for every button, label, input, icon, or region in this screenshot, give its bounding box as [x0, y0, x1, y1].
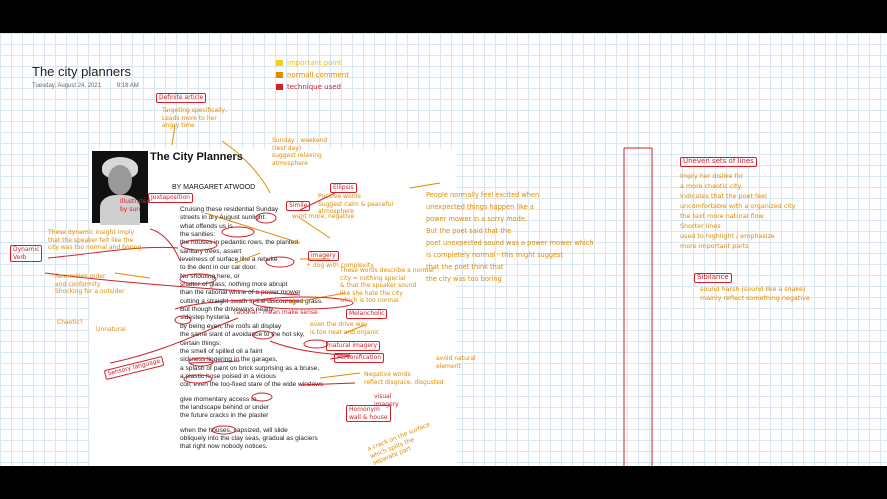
note-juxtaposition: Juxtaposition [148, 193, 193, 203]
poem-byline: BY MARGARET ATWOOD [172, 184, 256, 191]
legend-label: normall comment [287, 71, 349, 79]
poem-line: what offends us is [180, 222, 233, 230]
poem-line: give momentary access to [180, 395, 257, 403]
legend-label: technique used [287, 83, 341, 91]
note-definite-article: Definite article [156, 93, 207, 103]
legend-swatch [276, 72, 283, 78]
poem-line: obliquely into the clay seas, gradual as… [180, 434, 318, 442]
legend: important point normall comment techniqu… [276, 57, 349, 93]
note-simile-detail: want more, negative [292, 213, 355, 220]
note-melancholic: Melancholic [346, 309, 388, 319]
poem-line: a plastic hose poised in a vicious [180, 372, 277, 380]
poem-line: levelness of surface like a rebuke [180, 256, 278, 264]
legend-label: important point [287, 59, 342, 67]
poem-line: to the dent in our car door. [180, 264, 257, 272]
note-chaotic: Chaotic? [57, 319, 83, 326]
note-rational: rational - mean make sense [234, 309, 318, 316]
poem-line: when the houses, capsized, will slide [180, 426, 288, 434]
legend-item-important: important point [276, 57, 349, 69]
legend-swatch [276, 84, 283, 90]
note-simile: Simile [286, 201, 311, 211]
page-date-time: 9:18 AM [116, 83, 139, 89]
poem-line: coil; even the too-fixed stare of the wi… [180, 381, 324, 389]
poem-line: certain things: [180, 339, 222, 347]
poem-line: cutting a straight swath in the discoura… [180, 297, 323, 305]
poem-line: the landscape behind or under [180, 403, 270, 411]
note-sibilance-detail: sound harsh (sound like a snake)mainly r… [700, 285, 810, 302]
poem-line: that right now nobody notices. [180, 443, 268, 451]
poem-line: than the rational whine of a power mower [180, 289, 301, 297]
poem-line: sickness lingering in the garages, [180, 356, 278, 364]
poem-line: No shouting here, or [180, 272, 240, 280]
poem-title: The City Planners [150, 151, 243, 163]
poem-line: streets in dry August sunlight: [180, 214, 267, 222]
legend-item-technique: technique used [276, 81, 349, 93]
note-personification: Personification [334, 353, 385, 363]
onenote-page: The city planners Tuesday, August 24, 20… [0, 33, 887, 466]
note-imagery-detail: + dog with complexity [306, 262, 374, 269]
poem-line: by being even, the roofs all display [180, 322, 282, 330]
poem-line: the smell of spilled oil a faint [180, 347, 263, 355]
poem-line: the same slant of avoidance to the hot s… [180, 331, 305, 339]
note-unnatural: Unnatural [96, 326, 126, 333]
note-sunday: Sunday : weekend(rest day)suggest relaxi… [272, 137, 328, 167]
poem-line: But though the driveways neatly [180, 306, 274, 314]
poem-line: sidestep hysteria [180, 314, 230, 322]
note-natural-imagery: natural imagery [326, 341, 381, 351]
note-sibilance: Sibilance [694, 273, 732, 283]
legend-item-comment: normall comment [276, 69, 349, 81]
ink-strokes [44, 124, 653, 466]
note-ellipsis: Ellipsis [330, 183, 357, 193]
poem-line: the future cracks in the plaster [180, 412, 269, 420]
page-date-day: Tuesday, August 24, 2021 [32, 83, 102, 89]
poem-line: a splash of paint on brick surprising as… [180, 364, 320, 372]
page-title[interactable]: The city planners [32, 64, 131, 79]
poem-line: the houses in pedantic rows, the planted [180, 239, 299, 247]
note-definite-detail: Targeting specifically,Leads more to her… [162, 107, 227, 129]
page-date: Tuesday, August 24, 2021 9:18 AM [32, 83, 153, 89]
note-uneven-lines: Uneven sets of lines [680, 157, 757, 167]
author-photo [92, 151, 148, 225]
poem-line: sanitary trees, assert [180, 247, 242, 255]
poem-line: shatter of glass; nothing more abrupt [180, 281, 288, 289]
poem-line: the sanities: [180, 231, 216, 239]
note-imagery: imagery [308, 251, 339, 261]
poem-line: Cruising these residential Sunday [180, 206, 279, 213]
legend-swatch [276, 60, 283, 66]
